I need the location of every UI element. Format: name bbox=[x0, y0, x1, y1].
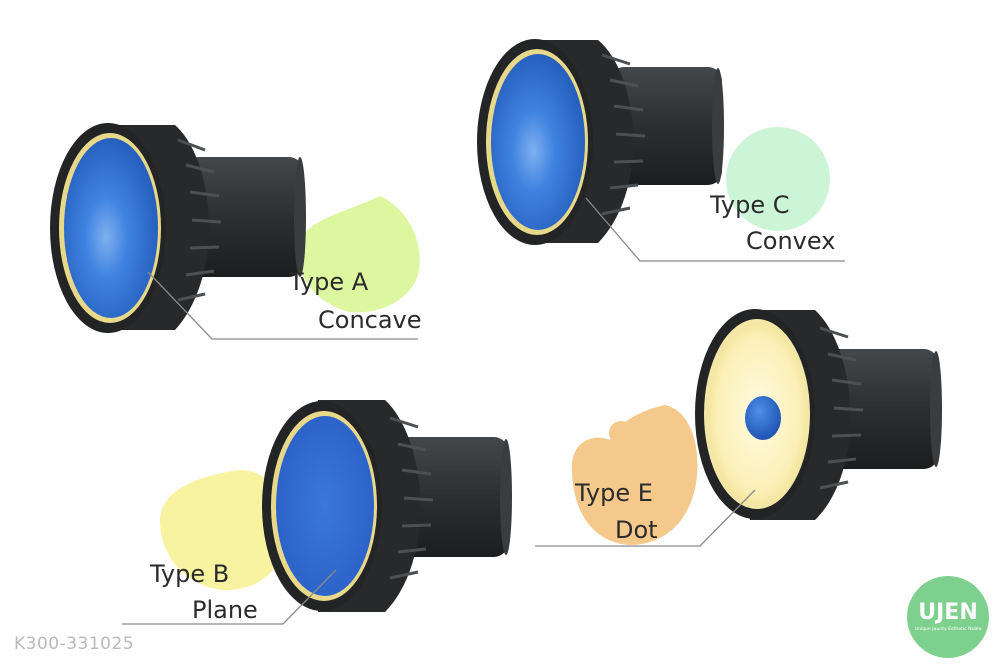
bubble-b bbox=[160, 470, 286, 590]
ujen-logo: UJEN Unique Jaunty Esthetic Noble bbox=[907, 576, 989, 658]
knob-type-c bbox=[477, 39, 724, 245]
leader-line-e bbox=[535, 489, 756, 547]
leader-line-b bbox=[122, 569, 337, 625]
type-e-label: Type E bbox=[575, 479, 653, 507]
knob-type-e bbox=[695, 309, 942, 520]
type-b-label: Type B bbox=[150, 560, 230, 588]
knob-type-b bbox=[262, 400, 512, 612]
bubble-e-nub bbox=[609, 421, 633, 445]
concave-label: Concave bbox=[318, 306, 422, 334]
dot-label: Dot bbox=[615, 516, 658, 544]
plane-label: Plane bbox=[192, 596, 258, 624]
logo-tagline: Unique Jaunty Esthetic Noble bbox=[915, 626, 982, 632]
knob-type-a bbox=[50, 123, 306, 333]
bubble-c bbox=[726, 127, 830, 231]
convex-label: Convex bbox=[746, 227, 836, 255]
bubble-a bbox=[297, 196, 420, 313]
leader-line-a bbox=[147, 271, 418, 340]
logo-name: UJEN bbox=[918, 600, 978, 625]
leader-line-c bbox=[585, 197, 845, 262]
product-code: K300-331025 bbox=[14, 634, 135, 654]
type-c-label: Type C bbox=[710, 191, 790, 219]
bubble-e bbox=[571, 405, 698, 545]
type-a-label: Type A bbox=[289, 268, 369, 296]
dot-bump bbox=[745, 396, 781, 440]
